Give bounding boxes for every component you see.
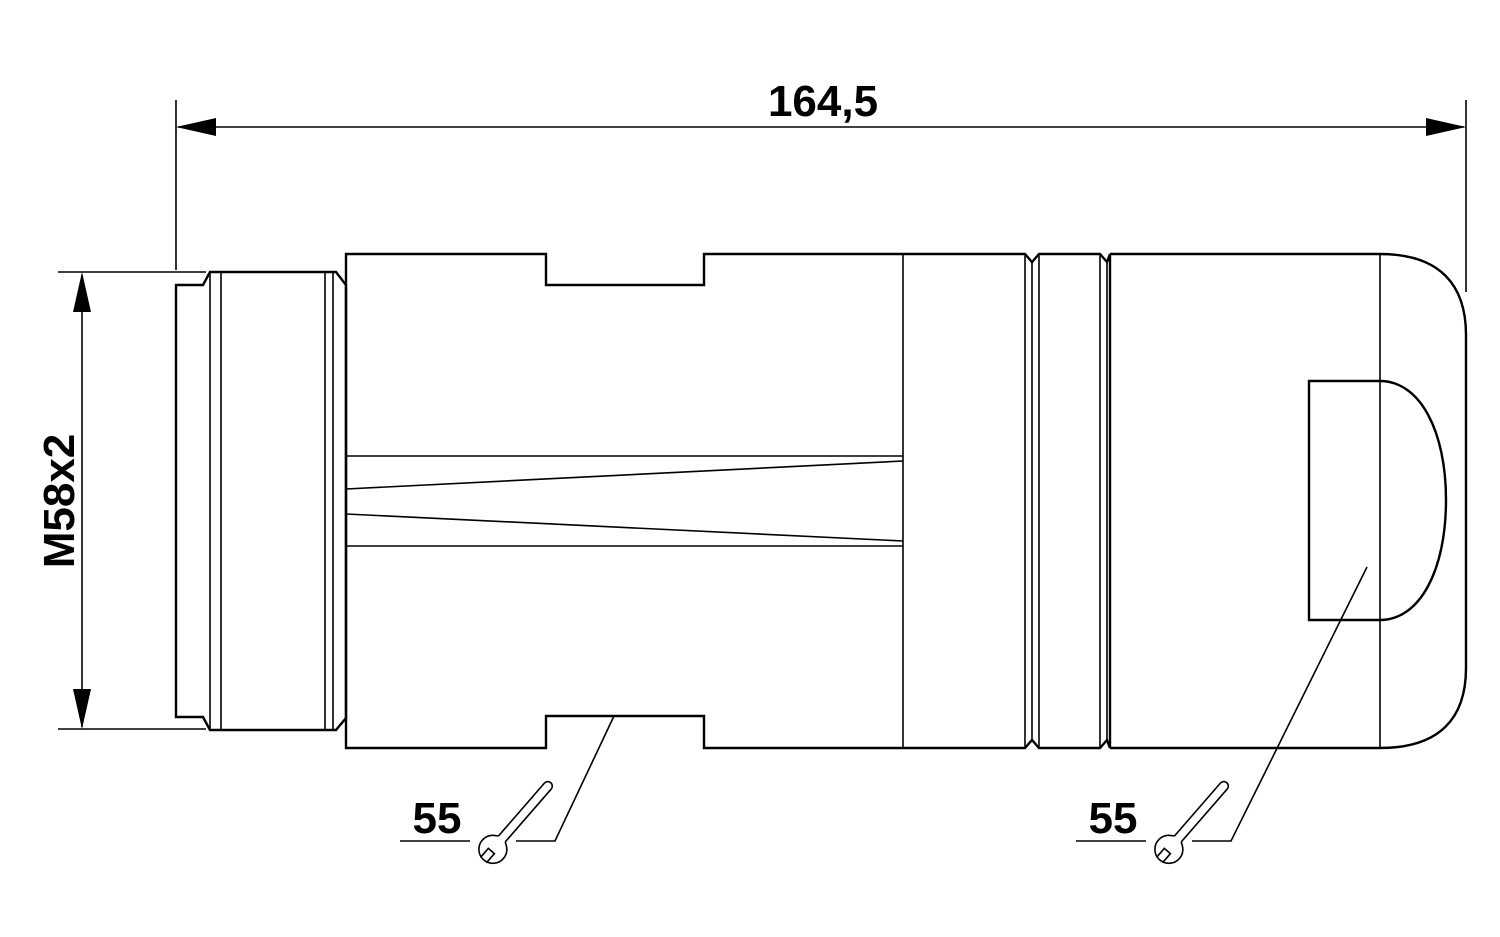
- thread-dimension: M58x2: [35, 271, 206, 730]
- end-cap-outline: [1110, 252, 1468, 750]
- slot-line-taper-bottom: [345, 513, 904, 542]
- leader-line-left: [516, 715, 615, 842]
- arrowhead-bottom: [73, 689, 91, 729]
- arrowhead-right: [1426, 118, 1466, 136]
- overall-length-dimension: 164,5: [175, 77, 1467, 292]
- arrowhead-left: [176, 118, 216, 136]
- arrowhead-top: [73, 272, 91, 312]
- wrench-callout-right: 55: [1076, 566, 1368, 865]
- wrench-icon: [1154, 780, 1230, 865]
- overall-length-label: 164,5: [768, 77, 878, 126]
- connector-body: [174, 252, 1468, 750]
- leader-line-right: [1192, 566, 1368, 842]
- wrench-callout-left: 55: [400, 715, 615, 865]
- gland-window: [1307, 379, 1448, 622]
- threaded-nut-outline: [174, 270, 348, 732]
- wrench-size-left-label: 55: [413, 794, 462, 843]
- thread-label: M58x2: [35, 434, 84, 569]
- wrench-size-right-label: 55: [1089, 794, 1138, 843]
- housing-outline: [344, 252, 1112, 750]
- slot-line-taper-top: [345, 460, 904, 490]
- wrench-icon: [478, 780, 554, 865]
